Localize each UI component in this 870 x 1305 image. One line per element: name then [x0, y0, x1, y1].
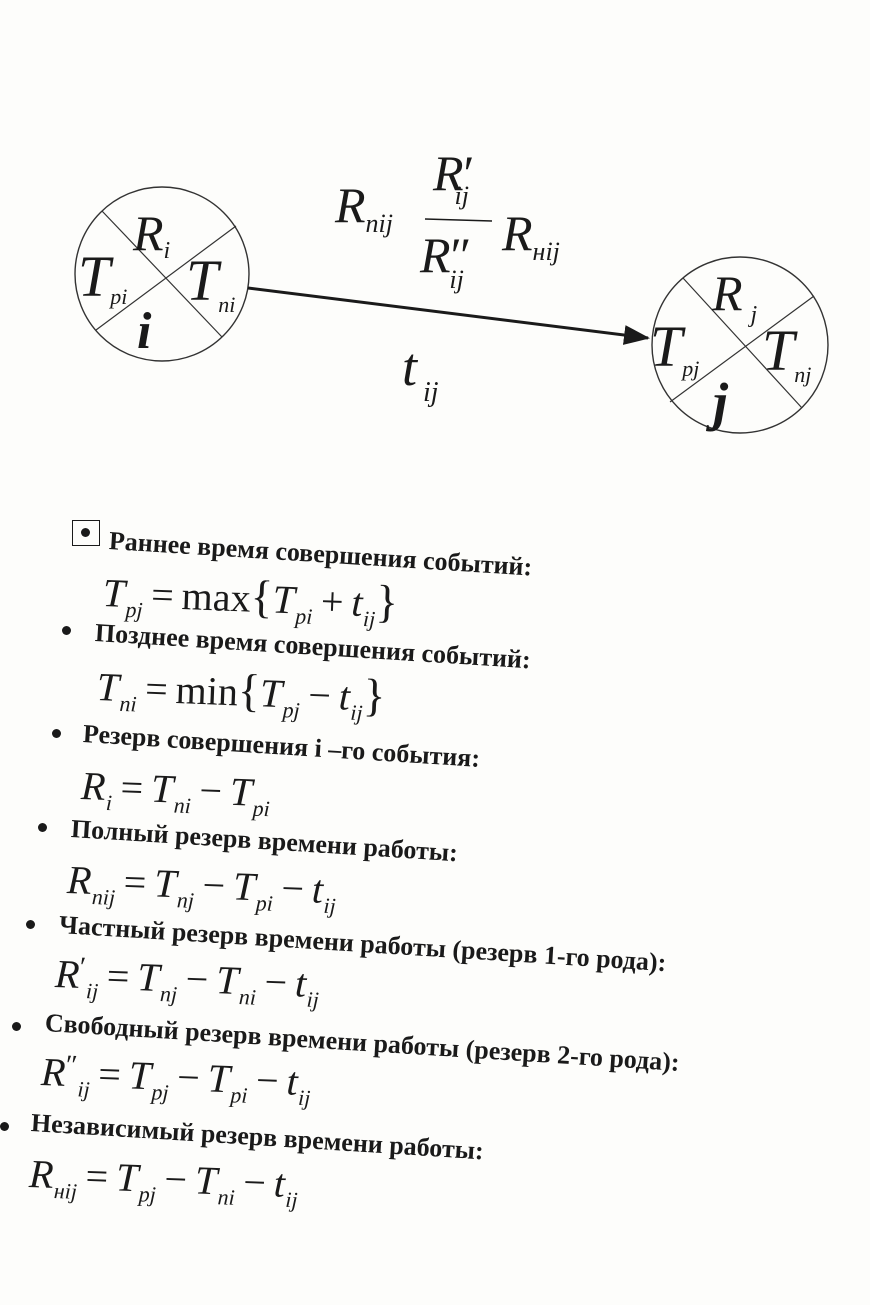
- formula-independent-reserve: Rнij=Tpj−Tni−tij: [28, 1150, 299, 1213]
- event-circle-i: [74, 186, 250, 362]
- event-divider-j-b: [669, 295, 815, 403]
- event-i-number: i: [137, 303, 152, 360]
- event-node-i: Ri Tpi Tni i: [74, 186, 250, 362]
- formula-free-reserve: R″ij=Tpj−Tpi−tij: [40, 1048, 311, 1111]
- arrow-label-full-reserve: Rnij: [334, 177, 393, 238]
- activity-arrow: [247, 286, 650, 345]
- formula-partial-reserve: R′ij=Tnj−Tni−tij: [54, 950, 320, 1013]
- event-circle-j: [651, 256, 829, 434]
- arrow-label-independent-reserve: Rнij: [501, 205, 560, 266]
- bullet-dot: [52, 729, 61, 738]
- formula-event-reserve: Ri=Tni−Tpi: [80, 762, 271, 822]
- formula-full-reserve: Rnij=Tnj−Tpi−tij: [66, 856, 337, 919]
- arrow-label-fraction-numerator: R′ij: [432, 145, 474, 210]
- event-i-left-label: Tpi: [78, 244, 127, 309]
- bullet-dot: [26, 920, 35, 929]
- event-divider-j-a: [682, 277, 803, 409]
- event-i-right-label: Tni: [186, 248, 235, 317]
- bullet-dot: [81, 528, 90, 537]
- bullet-dot: [62, 626, 71, 635]
- checkbox-bullet: [72, 520, 100, 546]
- event-divider-i-a: [101, 210, 223, 338]
- event-j-left-label: Tpj: [650, 314, 699, 381]
- event-j-right-label: Tnj: [762, 318, 811, 387]
- bullet-dot: [0, 1122, 9, 1131]
- bullet-dot: [12, 1022, 21, 1031]
- fraction-bar: [424, 218, 493, 222]
- arrow-label-fraction-denominator: R″ij: [419, 227, 471, 294]
- event-divider-i-b: [95, 225, 237, 331]
- event-i-top-label: Ri: [132, 205, 170, 264]
- bullet-dot: [38, 823, 47, 832]
- formula-late-time: Tni=min{Tpj−tij}: [96, 663, 387, 726]
